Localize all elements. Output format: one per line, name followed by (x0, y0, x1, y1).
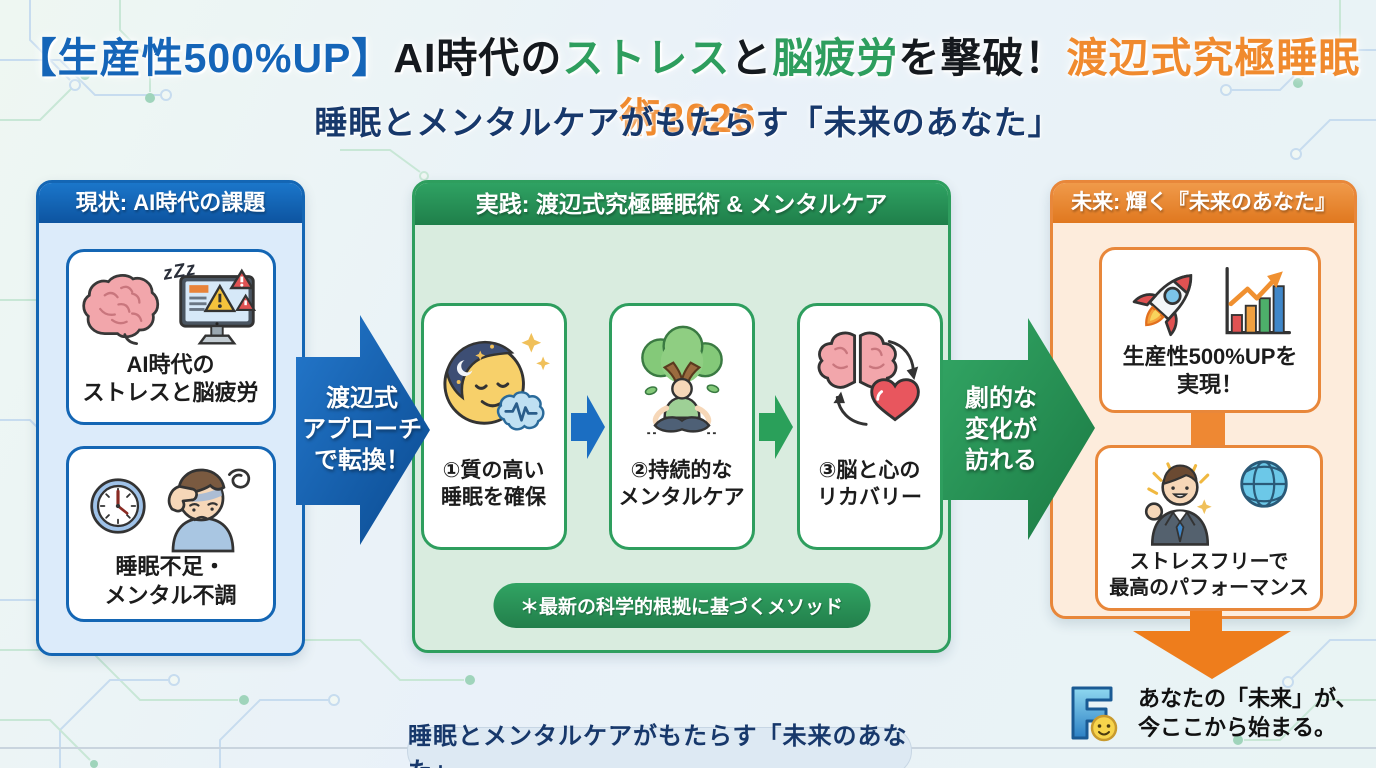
title-and-part: と (730, 35, 773, 81)
closing-message: あなたの「未来」が、 今ここから始まる。 (1138, 686, 1358, 741)
sleepy-brain-icon (81, 273, 159, 345)
alert-monitor-icon (178, 268, 256, 345)
step1-label: ①質の高い 睡眠を確保 (441, 459, 546, 509)
clock-icon (89, 478, 146, 534)
productivity-card: 生産性500%UPを 実現！ (1099, 247, 1321, 413)
step1-sleep-card: ①質の高い 睡眠を確保 (420, 303, 567, 550)
sleep-deficit-card-icons (89, 458, 253, 553)
stress-card-label: AI時代の ストレスと脳疲労 (82, 351, 259, 405)
title-stress-part: ストレス (562, 35, 731, 81)
f-smiley-logo (1071, 686, 1118, 742)
sleeping-moon-brain-icon (442, 332, 550, 431)
businessman-icon (1144, 462, 1212, 547)
sleep-deficit-card-label: 睡眠不足・ メンタル不調 (104, 554, 237, 608)
step-arrow-green-icon (758, 394, 793, 459)
change-arrow-label: 劇的な 変化が 訪れる (965, 385, 1037, 475)
title-brain-fatigue-part: 脳疲労 (772, 35, 899, 81)
current-panel-body: zZz (39, 223, 302, 622)
practice-panel: 実践: 渡辺式究極睡眠術 & メンタルケア (412, 180, 951, 653)
step2-label: ②持続的な メンタルケア (618, 459, 745, 509)
title-ai-era-part: AI時代の (393, 35, 563, 81)
practice-panel-header: 実践: 渡辺式究極睡眠術 & メンタルケア (415, 183, 948, 225)
sleep-deficit-card: 睡眠不足・ メンタル不調 (65, 446, 276, 622)
future-down-arrow (1133, 611, 1291, 679)
productivity-card-icons (1126, 261, 1294, 343)
stress-brain-fatigue-card: zZz (65, 249, 276, 425)
future-panel-body: 生産性500%UPを 実現！ (1053, 223, 1354, 613)
title-method-part: 渡辺式究極睡眠術2026 (619, 35, 1361, 141)
transform-arrow (296, 315, 430, 545)
globe-icon (1240, 460, 1288, 509)
science-footnote-badge: ＊最新の科学的根拠に基づくメソッド (492, 583, 871, 628)
subtitle: 睡眠とメンタルケアがもたらす「未来のあなた」 (314, 104, 1062, 141)
meditation-tree-icon (640, 325, 723, 435)
title-productivity-part: 【生産性500%UP】 (15, 35, 394, 81)
stress-card-icons: zZz (77, 258, 265, 351)
transform-arrow-label: 渡辺式 アプローチ で転換！ (302, 385, 422, 475)
step2-mental-care-card: ②持続的な メンタルケア (608, 303, 755, 550)
brain-heart-cycle-icon (817, 331, 920, 426)
step1-icon-area (435, 306, 553, 456)
future-panel: 未来: 輝く『未来のあなた』 (1050, 180, 1357, 619)
footer-banner: 睡眠とメンタルケアがもたらす「未来のあなた」 (407, 723, 912, 768)
change-arrow (943, 318, 1095, 540)
rocket-icon (1132, 274, 1193, 336)
closing-message-row: あなたの「未来」が、 今ここから始まる。 (1064, 684, 1358, 742)
title-defeat-part: を撃破！ (898, 35, 1067, 81)
future-cards-connector (1191, 413, 1225, 445)
stress-free-card-icons (1128, 454, 1290, 550)
future-panel-header: 未来: 輝く『未来のあなた』 (1053, 183, 1354, 223)
step3-recovery-card: ③脳と心の リカバリー (796, 303, 943, 550)
step3-icon-area (812, 306, 928, 456)
growth-chart-icon (1225, 266, 1291, 335)
stressed-person-icon (167, 468, 250, 553)
step3-label: ③脳と心の リカバリー (817, 459, 922, 509)
stress-free-card-label: ストレスフリーで 最高のパフォーマンス (1109, 551, 1309, 599)
main-title: 【生産性500%UP】AI時代のストレスと脳疲労を撃破！渡辺式究極睡眠術2026 (0, 24, 1376, 144)
practice-steps-row: ①質の高い 睡眠を確保 (415, 225, 948, 550)
stress-free-card: ストレスフリーで 最高のパフォーマンス (1095, 445, 1323, 611)
current-state-panel: 現状: AI時代の課題 zZz (36, 180, 305, 656)
step-arrow-blue-icon (570, 394, 605, 459)
step2-icon-area (624, 306, 740, 456)
current-panel-header: 現状: AI時代の課題 (39, 183, 302, 223)
productivity-card-label: 生産性500%UPを 実現！ (1122, 343, 1298, 397)
